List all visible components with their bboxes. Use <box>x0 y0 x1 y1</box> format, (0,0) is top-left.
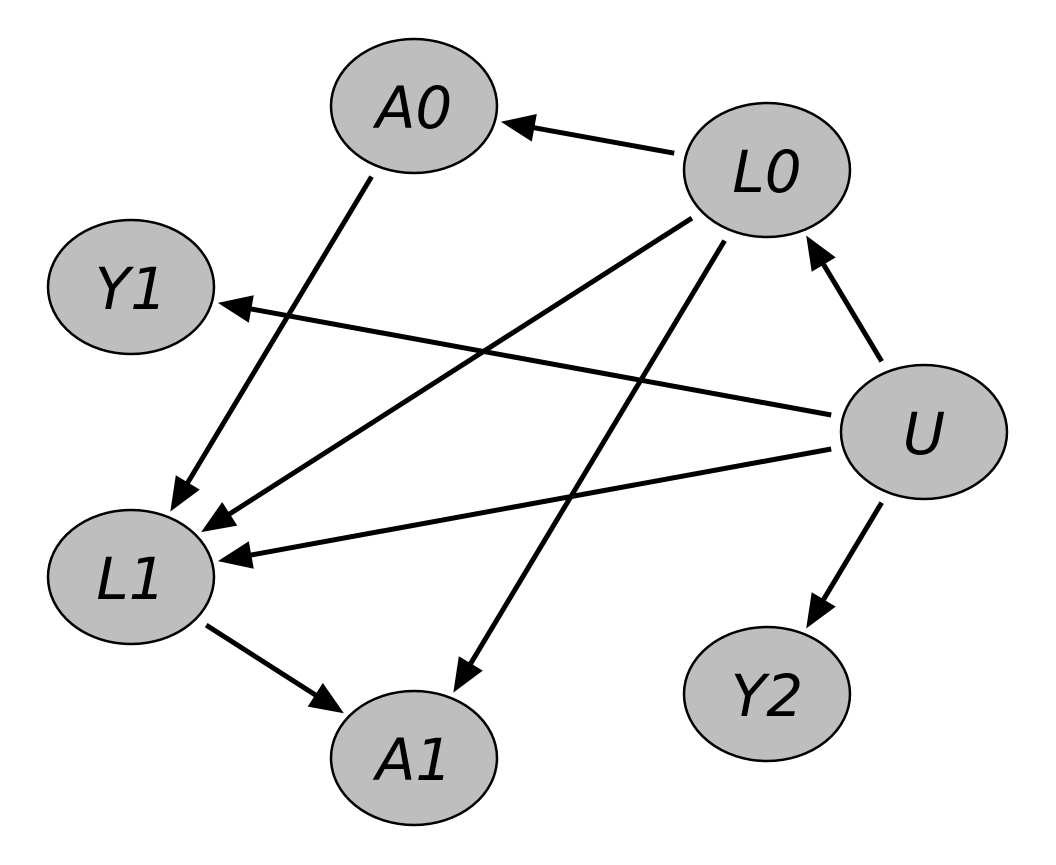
edge-line <box>246 305 832 418</box>
edge-line <box>204 622 320 700</box>
node-label: Y1 <box>95 255 167 323</box>
edge-line <box>225 215 694 519</box>
edge-line <box>466 239 727 669</box>
edge-u-to-y1 <box>217 295 832 418</box>
arrowhead <box>217 541 254 569</box>
node-ellipse <box>329 37 499 175</box>
arrowhead <box>500 114 537 142</box>
arrowhead <box>806 235 836 272</box>
edge-l0-to-l1 <box>201 215 694 533</box>
node-label: Y2 <box>731 662 803 730</box>
node-label: A1 <box>372 726 453 794</box>
node-ellipse <box>682 101 852 239</box>
edge-line <box>819 259 884 363</box>
edge-u-to-l0 <box>806 235 884 363</box>
node-ellipse <box>46 218 216 356</box>
node-ellipse <box>682 625 852 763</box>
node-l1: L1 <box>46 508 216 646</box>
node-y1: Y1 <box>46 218 216 356</box>
node-label: L0 <box>732 138 801 206</box>
edge-u-to-y2 <box>806 501 884 629</box>
arrowhead <box>201 502 238 533</box>
arrowhead <box>170 475 200 512</box>
arrowhead <box>217 295 254 323</box>
edge-a0-to-l1 <box>170 175 374 512</box>
edge-line <box>819 501 884 605</box>
arrowhead <box>307 683 344 714</box>
edge-line <box>246 446 832 559</box>
node-a0: A0 <box>329 37 499 175</box>
edge-u-to-l1 <box>217 446 832 569</box>
node-l0: L0 <box>682 101 852 239</box>
arrowhead <box>453 656 483 693</box>
node-label: A0 <box>372 74 453 142</box>
arrowhead <box>806 592 836 629</box>
node-ellipse <box>46 508 216 646</box>
edge-l0-to-a1 <box>453 239 727 693</box>
node-label: U <box>903 400 945 468</box>
node-u: U <box>839 363 1009 501</box>
edge-l0-to-a0 <box>500 114 675 156</box>
edges-layer <box>170 114 884 714</box>
node-label: L1 <box>96 545 165 613</box>
edge-line <box>529 124 675 156</box>
node-y2: Y2 <box>682 625 852 763</box>
edge-l1-to-a1 <box>204 622 344 714</box>
edge-line <box>183 175 374 488</box>
node-ellipse <box>839 363 1009 501</box>
node-a1: A1 <box>329 689 499 827</box>
node-ellipse <box>329 689 499 827</box>
